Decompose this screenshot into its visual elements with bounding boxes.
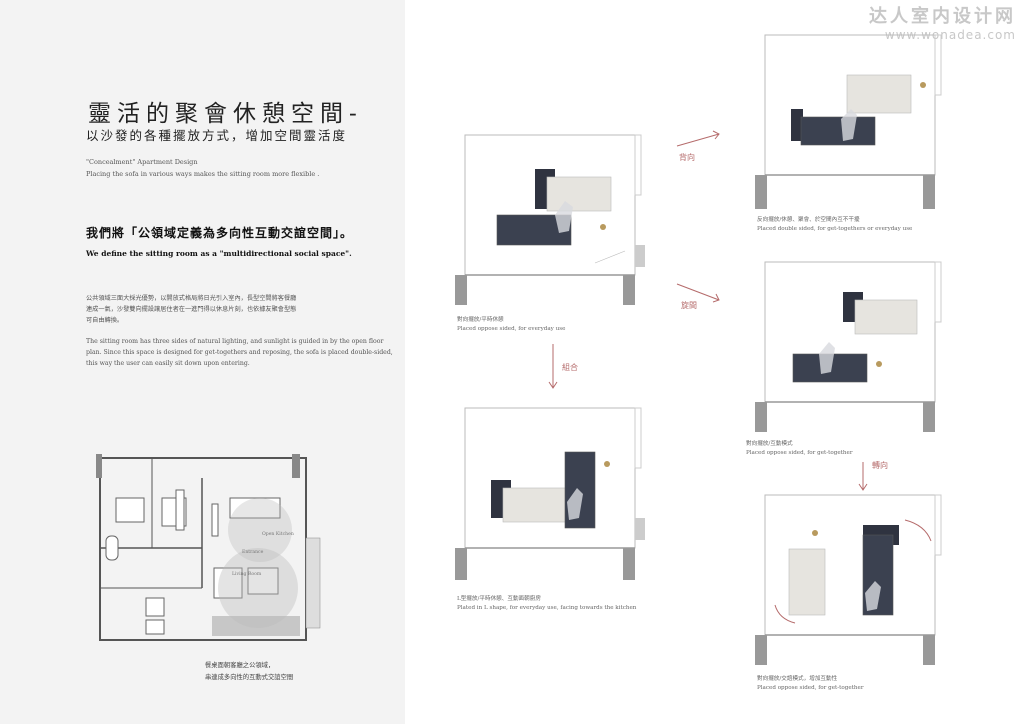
diagram-3-caption-en: Placed oppose sided, for get-together [746,450,853,456]
left-panel: 靈活的聚會休憩空間- 以沙發的各種擺放方式，增加空間靈活度 "Concealme… [0,0,405,724]
diagram-3-caption-cn: 對向擺放/互動模式 [746,441,793,447]
watermark: 达人室内设计网 www.wonadea.com [869,2,1016,42]
diagram-4-caption-en: Plated in L shape, for everyday use, fac… [457,605,637,611]
definition-chinese: 我們將「公領域定義為多向性互動交誼空間」。 [86,226,354,240]
watermark-url: www.wonadea.com [884,28,1016,42]
watermark-name: 达人室内设计网 [869,6,1016,27]
paragraph-en-line: plan. Since this space is designed for g… [86,349,393,356]
paragraph-cn-line: 公共領域三面大採光優勢，以開放式格局將日光引入室內，長型空間將客餐廳 [86,295,297,302]
diagram-5-caption-cn: 對向擺放/交誼模式，增加互動性 [757,676,838,682]
diagram-2-caption-cn: 反向擺放/休憩、聚會、於空間內互不干擾 [757,217,860,223]
arrow-icon [548,344,558,389]
floor-plan-caption: 餐桌面朝客廳之公領域， [205,662,275,669]
arrow-icon [676,130,720,147]
diagram-2-caption-en: Placed double sided, for get-togethers o… [757,226,913,232]
paragraph-cn-line: 可自由轉換。 [86,317,124,324]
arrow-icon [676,283,720,303]
diagram-1-caption-en: Placed oppose sided, for everyday use [457,326,566,332]
diagram-1-caption-cn: 對向擺放/平時休憩 [457,317,504,323]
arrow-icon [858,462,868,491]
diagram-5-caption-en: Placed oppose sided, for get-together [757,685,864,691]
english-title: "Concealment" Apartment Design [86,158,198,166]
right-panel: 达人室内设计网 www.wonadea.com [405,0,1024,724]
paragraph-cn-line: 連成一氣，沙發雙向擺設讓居住者在一進門得以休息片刻，也依據友聚會型態 [86,306,297,313]
arrow-label-1: 背向 [679,153,695,162]
floor-plan-caption: 串連成多向性的互動式交誼空間 [205,674,294,681]
entrance-label: Entrance [242,550,264,555]
living-room-label: Living Room [232,572,262,577]
sofa-diagram-5 [755,494,942,665]
sofa-diagram-4 [455,407,645,580]
english-subtitle: Placing the sofa in various ways makes t… [86,170,320,178]
arrow-label-3: 組合 [562,363,578,372]
sofa-diagram-1 [455,134,645,305]
paragraph-en-line: this way the user can easily sit down up… [86,360,250,367]
floor-plan [96,454,321,641]
page-subtitle: 以沙發的各種擺放方式，增加空間靈活度 [86,128,348,143]
diagram-4-caption-cn: L型擺放/平時休憩、互動面朝廚房 [457,596,541,602]
page-title: 靈活的聚會休憩空間- [88,101,363,127]
arrow-label-4: 轉向 [872,461,888,470]
definition-english: We define the sitting room as a "multidi… [86,249,352,258]
sofa-diagram-3 [755,261,942,432]
arrow-label-2: 旋間 [681,301,697,310]
kitchen-label: Open Kitchen [262,532,294,537]
sofa-diagram-2 [755,34,942,209]
paragraph-en-line: The sitting room has three sides of natu… [86,338,384,345]
